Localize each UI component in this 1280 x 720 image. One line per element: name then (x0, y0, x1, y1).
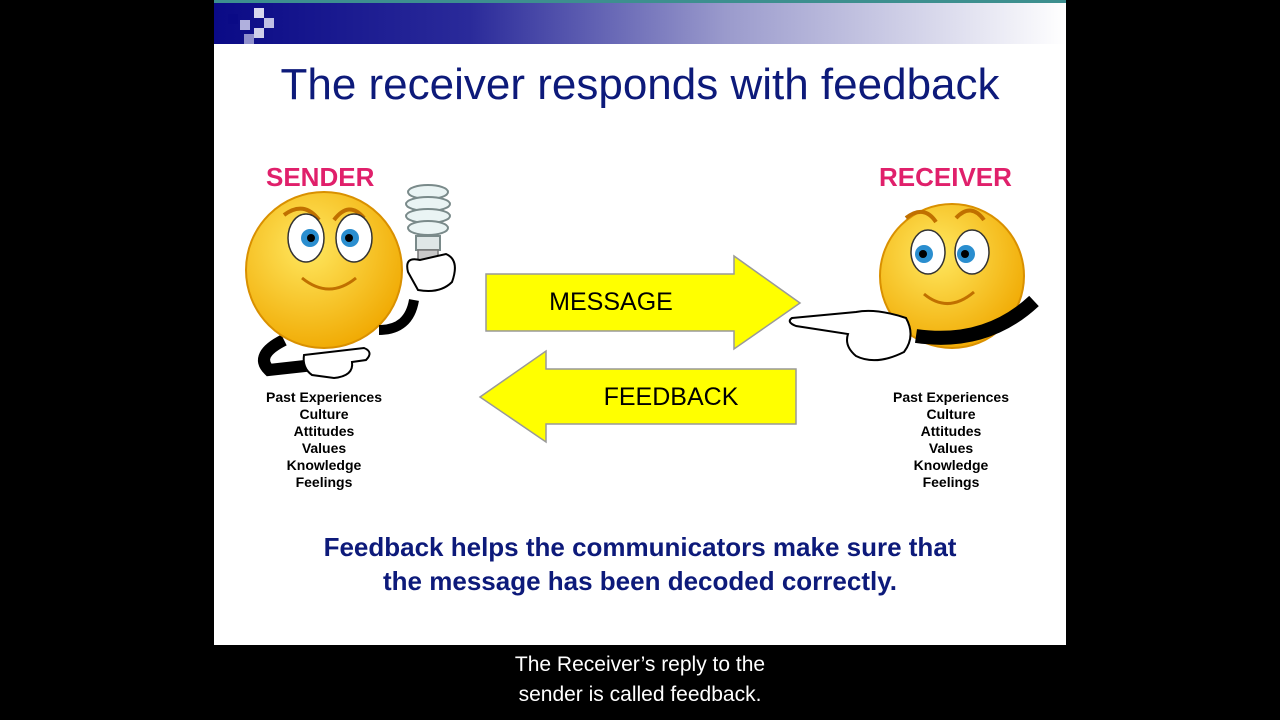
video-caption: The Receiver’s reply to the sender is ca… (214, 650, 1066, 710)
message-arrow (485, 254, 802, 351)
message-arrow-label: MESSAGE (549, 288, 673, 316)
sender-trait: Past Experiences (266, 389, 382, 405)
sender-trait: Feelings (295, 474, 353, 490)
decor-square (240, 20, 250, 30)
sender-smiley-icon (245, 191, 419, 380)
receiver-smiley-icon (788, 203, 1039, 362)
sender-label: SENDER (266, 162, 375, 192)
sender-trait: Attitudes (293, 423, 355, 439)
sender-trait: Culture (299, 406, 349, 422)
decor-square (254, 28, 264, 38)
decor-square (228, 14, 238, 24)
receiver-trait: Past Experiences (893, 389, 1009, 405)
decor-square (244, 34, 254, 44)
decor-square (254, 8, 264, 18)
slide: The receiver responds with feedback SEND… (214, 0, 1066, 645)
sender-traits: Past Experiences Culture Attitudes Value… (239, 389, 409, 491)
slide-header-band (214, 0, 1066, 44)
slide-top-rule (214, 0, 1066, 3)
conclusion-text: Feedback helps the communicators make su… (214, 530, 1066, 598)
decor-square (264, 18, 274, 28)
receiver-traits: Past Experiences Culture Attitudes Value… (866, 389, 1036, 491)
feedback-arrow (478, 349, 797, 444)
lightbulb-icon (405, 184, 456, 292)
receiver-trait: Culture (926, 406, 976, 422)
sender-trait: Values (301, 440, 347, 456)
conclusion-line: Feedback helps the communicators make su… (323, 532, 957, 562)
caption-line: sender is called feedback. (518, 683, 762, 706)
slide-title: The receiver responds with feedback (280, 60, 1000, 109)
receiver-trait: Values (928, 440, 974, 456)
feedback-arrow-label: FEEDBACK (603, 383, 739, 411)
receiver-label: RECEIVER (879, 162, 1012, 192)
caption-line: The Receiver’s reply to the (514, 653, 766, 676)
sender-trait: Knowledge (286, 457, 362, 473)
receiver-trait: Knowledge (913, 457, 989, 473)
receiver-trait: Feelings (922, 474, 980, 490)
receiver-trait: Attitudes (920, 423, 982, 439)
conclusion-line: the message has been decoded correctly. (383, 566, 897, 596)
